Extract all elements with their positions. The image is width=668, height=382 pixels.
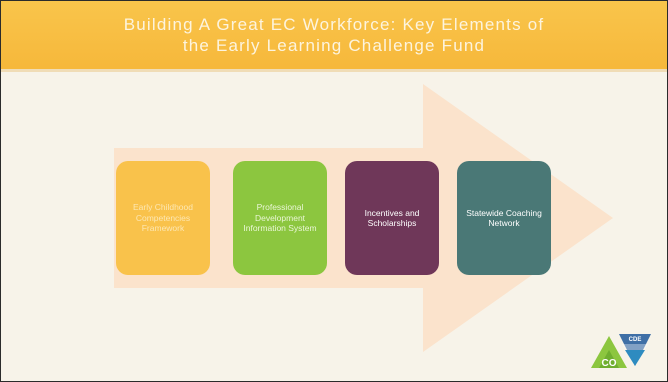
cde-logo: CO CDE [591,334,651,369]
step-label-incentives: Incentives and Scholarships [364,207,420,229]
step-card-pd-system: Professional Development Information Sys… [233,161,327,275]
title-bar: Building A Great EC Workforce: Key Eleme… [1,1,667,72]
step-label-competencies: Early Childhood Competencies Framework [132,202,193,234]
slide-title-line-2: the Early Learning Challenge Fund [182,36,486,55]
slide-title-line-1: Building A Great EC Workforce: Key Eleme… [123,15,545,34]
step-label-coaching: Statewide Coaching Network [466,207,542,229]
step-card-competencies: Early Childhood Competencies Framework [116,161,210,275]
step-card-incentives: Incentives and Scholarships [345,161,439,275]
logo-co-text: CO [602,358,617,369]
logo-cde-text: CDE [629,337,642,343]
step-label-pd-system: Professional Development Information Sys… [243,202,317,234]
step-card-coaching: Statewide Coaching Network [457,161,551,275]
